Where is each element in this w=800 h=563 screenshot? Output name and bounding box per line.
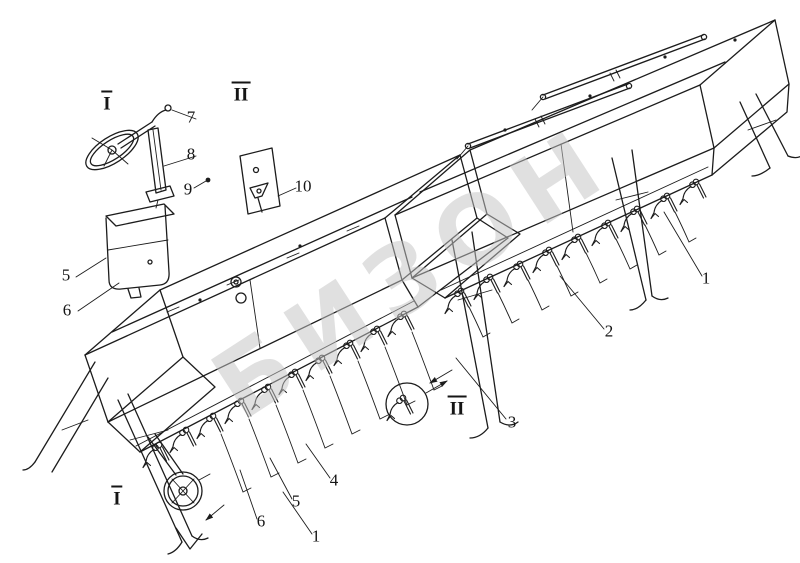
callout-part-1-bottom: 1 <box>311 526 321 546</box>
callout-part-5-bottom: 5 <box>291 491 301 511</box>
detail-view-I <box>85 104 281 299</box>
front-seed-boots <box>142 310 443 493</box>
view-label-I-bottom: I <box>111 485 123 509</box>
detail-circle-II <box>385 380 448 426</box>
support-legs <box>22 93 800 555</box>
direction-arrows <box>205 369 453 521</box>
callout-part-8: 8 <box>186 144 196 164</box>
watermark-text: БИЗОН <box>194 105 631 442</box>
callout-part-2: 2 <box>604 321 614 341</box>
rear-seed-boots <box>444 178 707 338</box>
callout-part-5-detail: 5 <box>61 265 71 285</box>
front-hopper-section <box>84 154 509 453</box>
callout-part-10: 10 <box>294 176 312 196</box>
leader-lines <box>75 109 703 535</box>
callout-part-6-detail: 6 <box>62 300 72 320</box>
view-label-I-top: I <box>101 90 113 114</box>
callout-part-4: 4 <box>329 470 339 490</box>
view-label-II-top: II <box>231 81 251 105</box>
rear-hopper-section <box>394 19 790 299</box>
agitator-rods <box>456 33 708 160</box>
marker-disc-assembly <box>147 433 211 550</box>
callout-part-3: 3 <box>507 412 517 432</box>
view-label-II-mid: II <box>447 395 467 419</box>
callout-part-7: 7 <box>186 107 196 127</box>
callout-part-1-right: 1 <box>701 268 711 288</box>
callout-part-6-bottom: 6 <box>256 511 266 531</box>
callout-part-9: 9 <box>183 179 193 199</box>
